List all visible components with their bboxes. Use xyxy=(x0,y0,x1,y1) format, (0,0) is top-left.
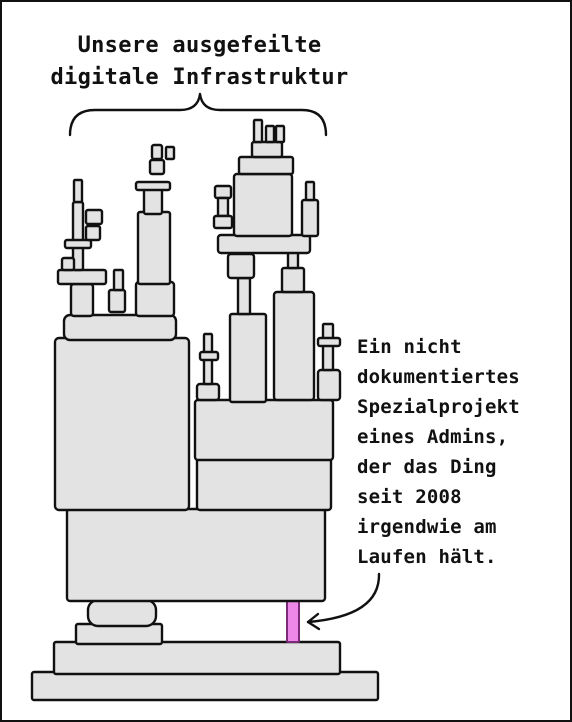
mast-right-foot xyxy=(316,368,342,402)
crown-top xyxy=(250,140,284,159)
center-tower-head xyxy=(226,252,256,280)
crown-rim xyxy=(237,155,295,176)
annotation-line: seit 2008 xyxy=(357,486,462,508)
center-tower-body xyxy=(228,312,268,404)
left-small-box-a xyxy=(84,208,104,226)
annotation-line: eines Admins, xyxy=(357,426,509,448)
crown-side-left-b xyxy=(216,196,230,218)
left-tower-top-b xyxy=(150,143,164,161)
crown-pin-c xyxy=(274,124,286,144)
annotation-line: Ein nicht xyxy=(357,336,462,358)
left-mini-stack-a xyxy=(107,288,127,314)
annotation-line: irgendwie am xyxy=(357,516,497,538)
annotation-line: Spezialprojekt xyxy=(357,396,520,418)
annotation-arrow-head xyxy=(306,612,321,631)
left-small-ledge xyxy=(56,268,108,286)
center-tower-neck xyxy=(236,276,252,316)
critical-tiny-block xyxy=(286,600,300,643)
lower-platform xyxy=(52,640,342,676)
base-slab xyxy=(30,670,380,702)
left-cap xyxy=(62,313,178,342)
annotation-arrow xyxy=(306,572,381,624)
left-pillow xyxy=(86,598,158,628)
crown-side-right xyxy=(300,198,320,238)
left-tower-base xyxy=(134,280,176,318)
left-small-box-b xyxy=(84,224,102,242)
title-line-1: Unsere ausgefeilte xyxy=(77,33,322,58)
left-mini-stack-b xyxy=(112,268,125,292)
title-line-2: digitale Infrastruktur xyxy=(50,65,349,90)
crown-pin-a xyxy=(252,118,264,144)
crown-side-left-c xyxy=(212,214,234,230)
left-tower-arm xyxy=(134,180,172,192)
annotation-line: Laufen hält. xyxy=(357,546,497,568)
mast-left-foot xyxy=(195,382,221,402)
right-block-low xyxy=(195,456,333,512)
right-tall-tower xyxy=(272,290,316,402)
left-large-block xyxy=(53,336,191,512)
left-small-arm xyxy=(63,238,93,250)
left-tower-neck xyxy=(142,186,164,216)
left-tower-body xyxy=(136,210,172,286)
left-tower-top-a xyxy=(148,158,166,176)
mast-right-arm xyxy=(316,336,342,348)
left-small-base xyxy=(69,282,95,318)
left-small-top xyxy=(72,178,84,204)
crown-side-left-a xyxy=(213,184,233,200)
right-tall-pin xyxy=(286,250,300,270)
crown-pin-b xyxy=(264,124,276,144)
mast-left-arm xyxy=(198,350,220,362)
right-block-mid xyxy=(193,398,335,462)
title-brace xyxy=(68,92,328,137)
annotation-text: Ein nicht dokumentiertes Spezialprojekt … xyxy=(357,332,520,572)
left-small-flag xyxy=(60,256,76,272)
crown-side-right-pin xyxy=(304,180,316,202)
crown-platform xyxy=(216,233,312,255)
middle-slab xyxy=(65,507,327,603)
annotation-line: der das Ding xyxy=(357,456,497,478)
right-tall-cap xyxy=(280,266,306,294)
crown-body xyxy=(232,172,294,238)
left-tower-top-c xyxy=(164,145,176,161)
annotation-line: dokumentiertes xyxy=(357,366,520,388)
